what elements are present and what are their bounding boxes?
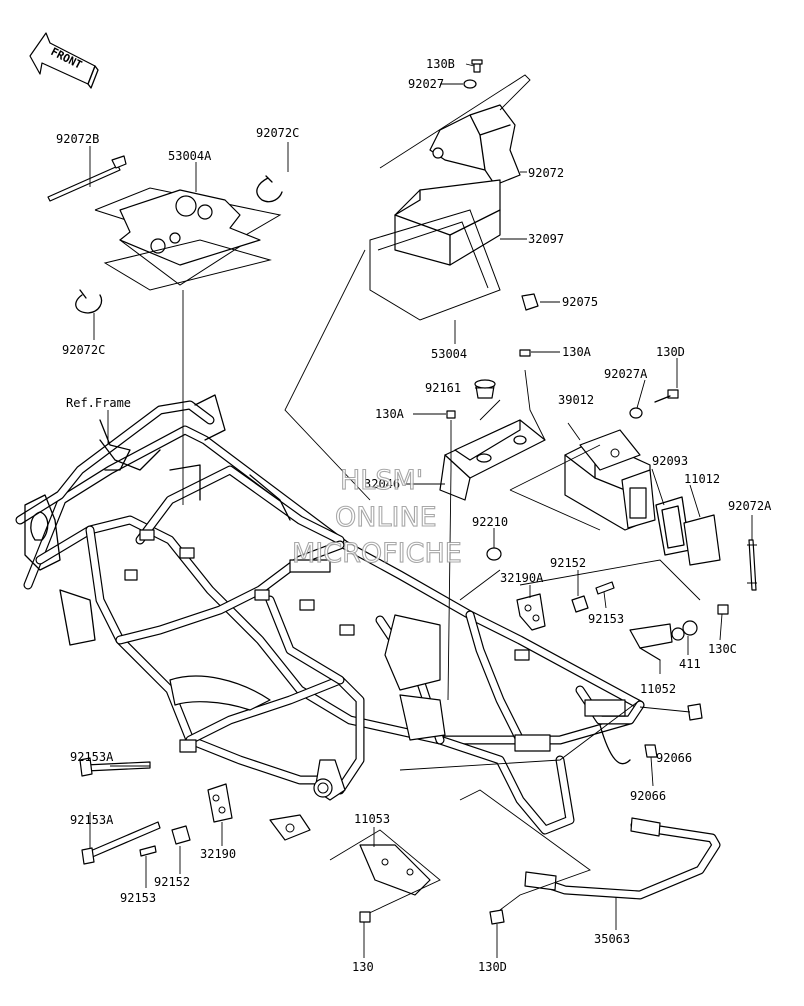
label-130a-mid: 130A [375,407,405,421]
label-92072: 92072 [528,166,564,180]
label-32046: 32046 [364,477,400,491]
label-92066-lower: 92066 [630,789,666,803]
label-32190a: 32190A [500,571,544,585]
label-130d-bottom: 130D [478,960,507,974]
watermark-line-3: MICROFICHE [292,538,462,569]
label-11052: 11052 [640,682,676,696]
label-92072c-top: 92072C [256,126,299,140]
label-92027a: 92027A [604,367,648,381]
label-32097: 32097 [528,232,564,246]
part-labels: 130B 92027 92072 32097 92075 53004 92072… [56,57,772,974]
stay-group-right [399,547,729,771]
label-92161: 92161 [425,381,461,395]
label-92153-lower: 92153 [120,891,156,905]
battery-case-group [284,59,539,501]
label-92153a-upper: 92153A [70,750,114,764]
front-direction-arrow: FRONT [29,32,99,89]
atv-frame-assembly [15,394,645,841]
label-92027: 92027 [408,77,444,91]
label-92072c-bottom: 92072C [62,343,105,357]
gasket-group-left [47,155,283,505]
label-92210: 92210 [472,515,508,529]
label-ref-frame: Ref.Frame [66,396,131,410]
label-411: 411 [679,657,701,671]
label-92072a: 92072A [728,499,772,513]
label-11053: 11053 [354,812,390,826]
watermark: HLSM' ONLINE MICROFICHE [291,464,462,569]
label-39012: 39012 [558,393,594,407]
label-130a-top: 130A [562,345,592,359]
label-92153a-lower: 92153A [70,813,114,827]
lower-left-hardware [79,757,233,865]
label-92153-right: 92153 [588,612,624,626]
label-92093: 92093 [652,454,688,468]
label-32190: 32190 [200,847,236,861]
label-92066-upper: 92066 [656,751,692,765]
label-92152-right: 92152 [550,556,586,570]
label-130d-top: 130D [656,345,685,359]
label-92072b: 92072B [56,132,99,146]
box-group-right [509,389,757,591]
bracket-center-group [439,349,546,701]
label-130b: 130B [426,57,455,71]
label-92075: 92075 [562,295,598,309]
watermark-line-1: HLSM' [340,465,423,496]
label-92152-lower: 92152 [154,875,190,889]
label-11012: 11012 [684,472,720,486]
label-53004: 53004 [431,347,467,361]
lower-plate-group [329,789,721,925]
label-130c: 130C [708,642,737,656]
leader-lines [89,63,753,958]
label-130: 130 [352,960,374,974]
label-53004a: 53004A [168,149,212,163]
watermark-line-2: ONLINE [335,502,437,533]
label-35063: 35063 [594,932,630,946]
